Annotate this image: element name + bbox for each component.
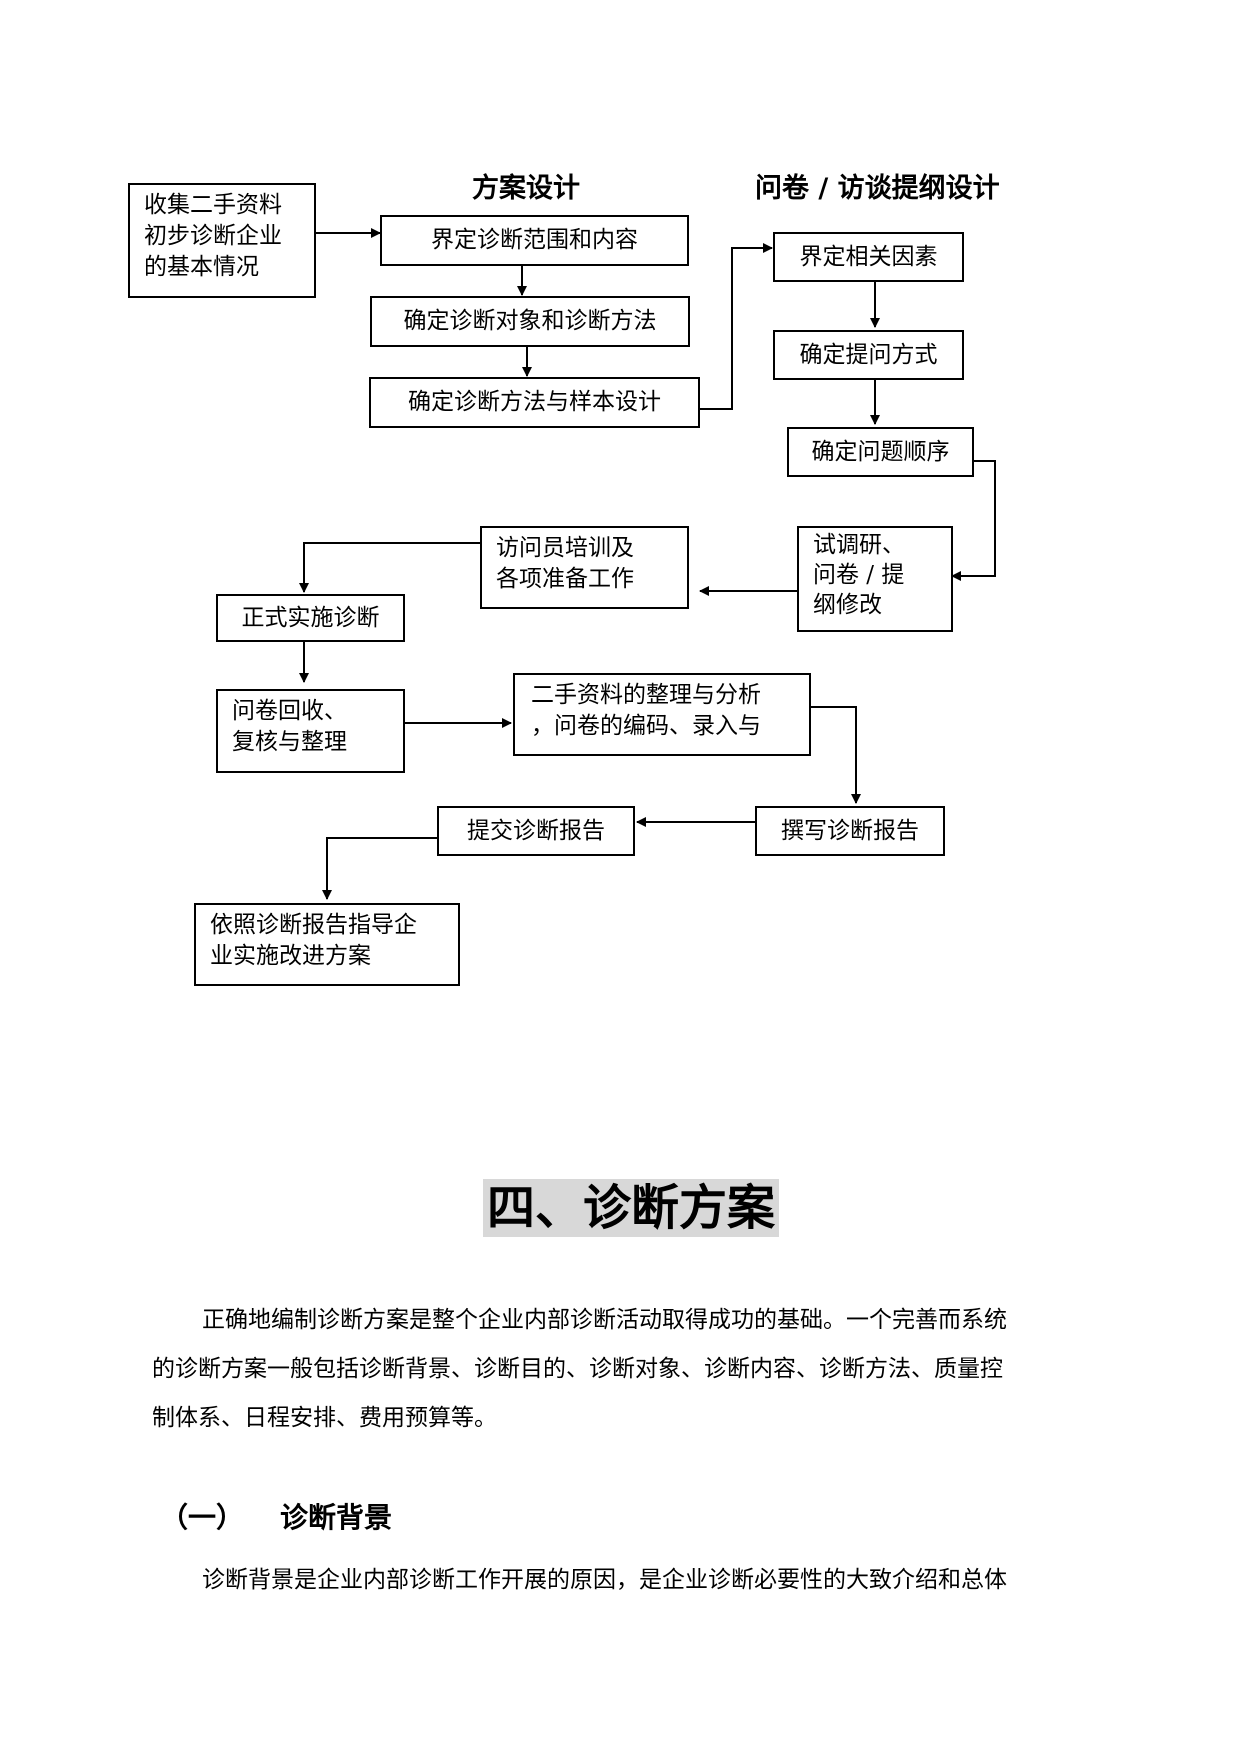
section-title: 四、诊断方案	[483, 1179, 780, 1237]
step-text-line: 问卷 / 提	[813, 562, 905, 588]
subsection-number: （一）	[160, 1501, 245, 1534]
step-text-line: 初步诊断企业	[144, 223, 282, 249]
step-guide-improvement: 依照诊断报告指导企 业实施改进方案	[194, 903, 460, 986]
step-text: 提交诊断报告	[467, 817, 605, 844]
paragraph-line: 诊断背景是企业内部诊断工作开展的原因，是企业诊断必要性的大致介绍和总体	[202, 1567, 1007, 1593]
step-define-factors: 界定相关因素	[773, 232, 964, 282]
step-question-order: 确定问题顺序	[787, 427, 974, 477]
step-text: 正式实施诊断	[241, 604, 380, 631]
step-implement-diagnosis: 正式实施诊断	[216, 594, 405, 642]
subsection-title: 诊断背景	[280, 1501, 393, 1534]
step-text-line: 问卷回收、	[232, 698, 347, 724]
step-collect-questionnaires: 问卷回收、 复核与整理	[216, 689, 405, 773]
plan-design-title: 方案设计	[472, 173, 580, 204]
questionnaire-design-title: 问卷 / 访谈提纲设计	[755, 173, 1000, 204]
step-data-analysis: 二手资料的整理与分析 ，问卷的编码、录入与	[513, 673, 811, 756]
subsection-paragraph: 诊断背景是企业内部诊断工作开展的原因，是企业诊断必要性的大致介绍和总体	[152, 1556, 1082, 1605]
intro-paragraph: 正确地编制诊断方案是整个企业内部诊断活动取得成功的基础。一个完善而系统 的诊断方…	[152, 1296, 1082, 1443]
step-text-line: 业实施改进方案	[210, 943, 371, 969]
step-interviewer-training: 访问员培训及 各项准备工作	[480, 526, 689, 609]
step-text-line: 收集二手资料	[144, 192, 282, 218]
step-text-line: 试调研、	[813, 532, 905, 558]
step-text: 确定诊断对象和诊断方法	[403, 308, 657, 334]
step-question-style: 确定提问方式	[773, 330, 964, 380]
step-text-line: 纲修改	[813, 592, 882, 618]
paragraph-line: 的诊断方案一般包括诊断背景、诊断目的、诊断对象、诊断内容、诊断方法、质量控	[152, 1356, 1003, 1382]
step-write-report: 撰写诊断报告	[755, 806, 945, 856]
step-pilot-survey: 试调研、 问卷 / 提 纲修改	[797, 526, 953, 632]
step-text-line: 的基本情况	[144, 254, 259, 280]
subsection-heading: （一） 诊断背景	[160, 1496, 392, 1536]
step-text: 确定问题顺序	[811, 438, 950, 465]
step-text: 确定提问方式	[799, 341, 938, 368]
arrow-training-to-implement	[299, 542, 480, 593]
paragraph-line: 正确地编制诊断方案是整个企业内部诊断活动取得成功的基础。一个完善而系统	[202, 1307, 1007, 1333]
step-text: 确定诊断方法与样本设计	[408, 389, 661, 415]
step-text-line: 各项准备工作	[496, 566, 634, 592]
step-submit-report: 提交诊断报告	[437, 806, 635, 856]
flowchart-connectors	[299, 228, 996, 900]
step-collect-materials: 收集二手资料 初步诊断企业 的基本情况	[128, 183, 316, 298]
step-text-line: 依照诊断报告指导企	[210, 912, 417, 938]
step-text: 撰写诊断报告	[781, 817, 919, 844]
step-text-line: 访问员培训及	[496, 535, 634, 561]
step-define-methods: 确定诊断方法与样本设计	[369, 377, 700, 428]
arrow-order-to-pilot	[951, 460, 996, 581]
step-define-scope: 界定诊断范围和内容	[380, 215, 689, 266]
step-text: 界定相关因素	[799, 243, 938, 270]
arrow-methods-to-factors	[700, 243, 773, 410]
arrow-analysis-to-write	[809, 706, 861, 804]
step-text-line: ，问卷的编码、录入与	[531, 713, 761, 739]
step-define-targets: 确定诊断对象和诊断方法	[370, 296, 690, 347]
arrow-submit-to-guide	[322, 837, 437, 900]
paragraph-line: 制体系、日程安排、费用预算等。	[152, 1405, 497, 1431]
step-text-line: 复核与整理	[232, 729, 347, 755]
step-text: 界定诊断范围和内容	[431, 227, 638, 253]
step-text-line: 二手资料的整理与分析	[531, 682, 761, 708]
